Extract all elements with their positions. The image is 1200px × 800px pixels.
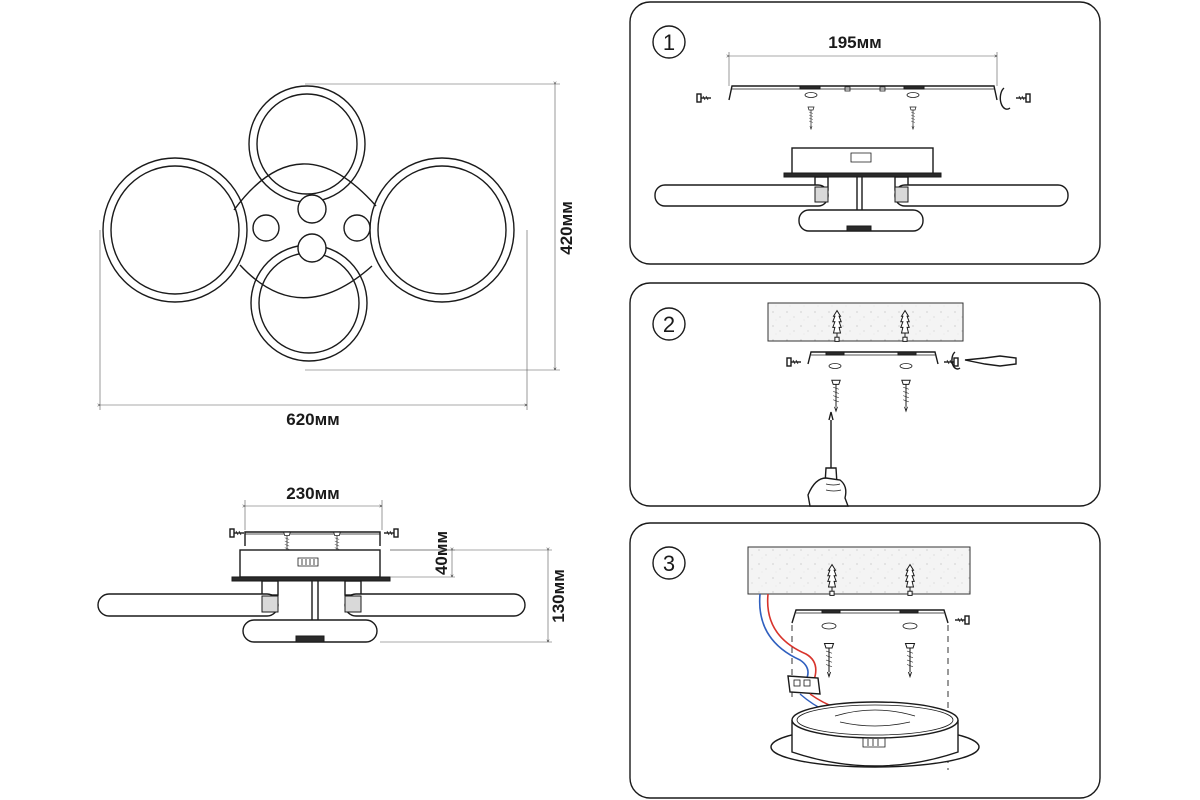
dimension-bracket-label: 195мм: [828, 33, 882, 52]
wire-blue: [758, 593, 809, 681]
step-1-number: 1: [663, 30, 675, 55]
dimension-base-height-label: 40мм: [432, 531, 451, 575]
dimension-base-width-label: 230мм: [286, 484, 340, 503]
dimension-total-height-label: 130мм: [549, 569, 568, 623]
top-view-drawing: 620мм 420мм: [100, 84, 576, 429]
dimension-height-label: 420мм: [557, 201, 576, 255]
step-2-panel: 2: [629, 282, 1101, 507]
step-1-panel: 1 195мм: [629, 1, 1101, 265]
wire-red: [766, 593, 817, 681]
side-view-drawing: 230мм 40мм 130мм: [97, 484, 568, 643]
step-2-number: 2: [663, 312, 675, 337]
step-3-panel: 3: [629, 522, 1101, 799]
step-3-number: 3: [663, 551, 675, 576]
dimension-width-label: 620мм: [286, 410, 340, 429]
